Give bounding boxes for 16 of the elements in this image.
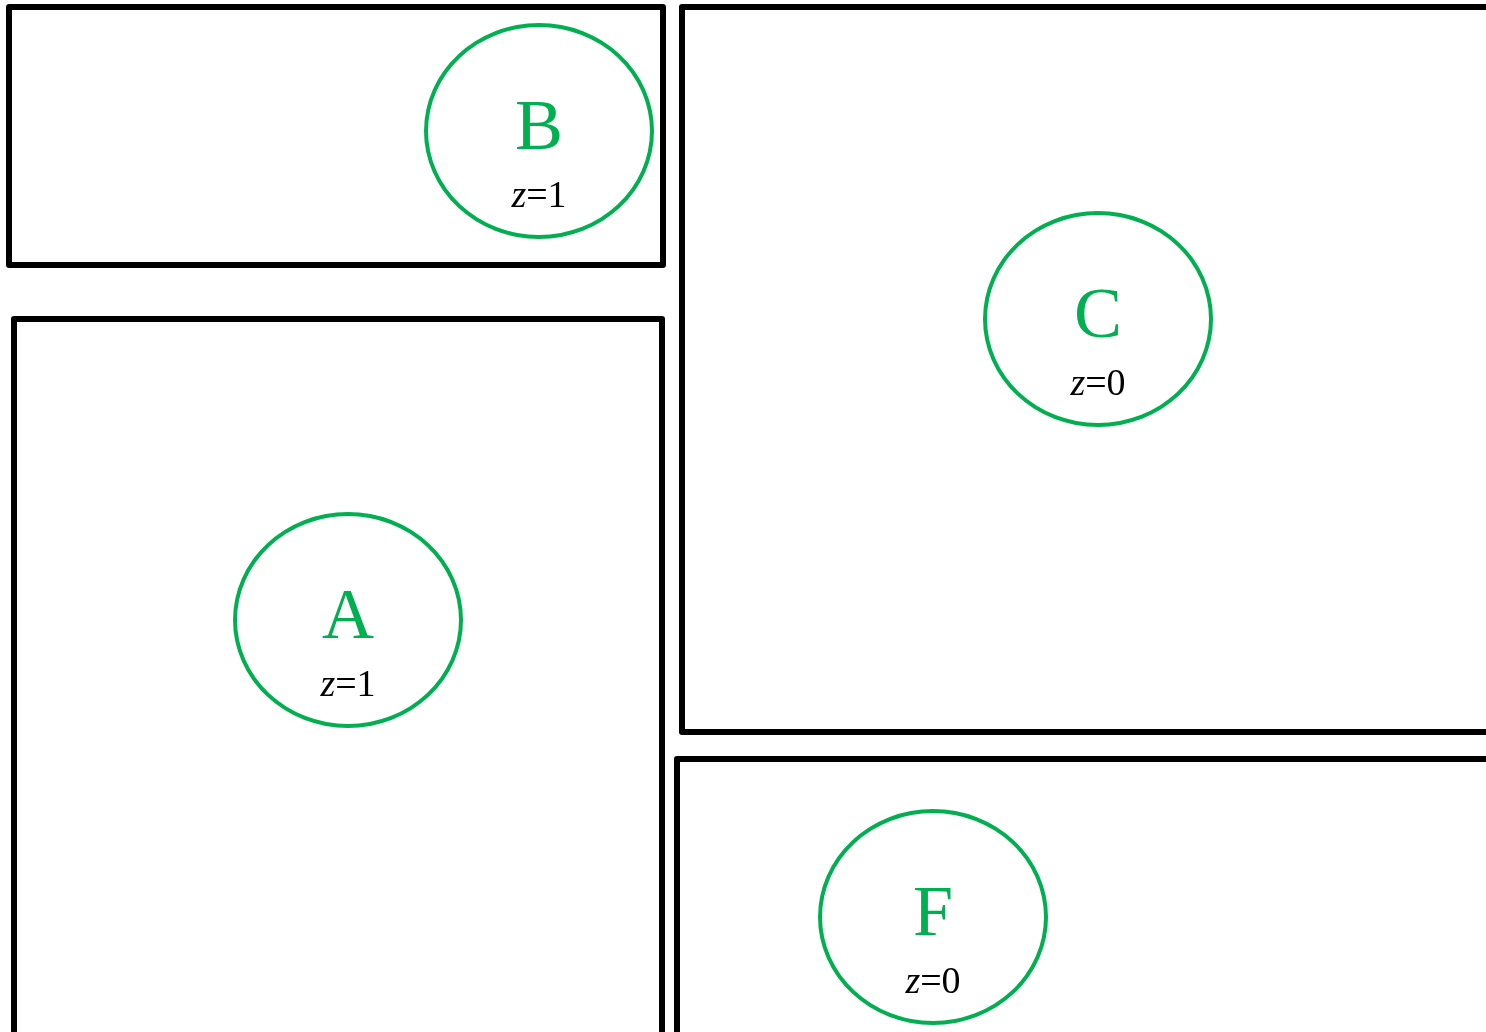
frame-box <box>11 316 665 1032</box>
z-value: z=1 <box>319 664 377 702</box>
frame-box <box>6 4 666 268</box>
node-letter: F <box>911 875 954 947</box>
circle-node <box>983 211 1213 427</box>
circle-node <box>424 23 654 239</box>
z-value: z=0 <box>904 961 962 999</box>
frame-box <box>674 756 1486 1032</box>
z-value: z=1 <box>510 175 568 213</box>
circle-node <box>818 809 1048 1025</box>
node-letter: A <box>321 578 375 650</box>
node-letter: C <box>1073 277 1123 349</box>
circle-node <box>233 512 463 728</box>
frame-box <box>679 4 1486 735</box>
z-value: z=0 <box>1069 363 1127 401</box>
node-letter: B <box>514 89 564 161</box>
